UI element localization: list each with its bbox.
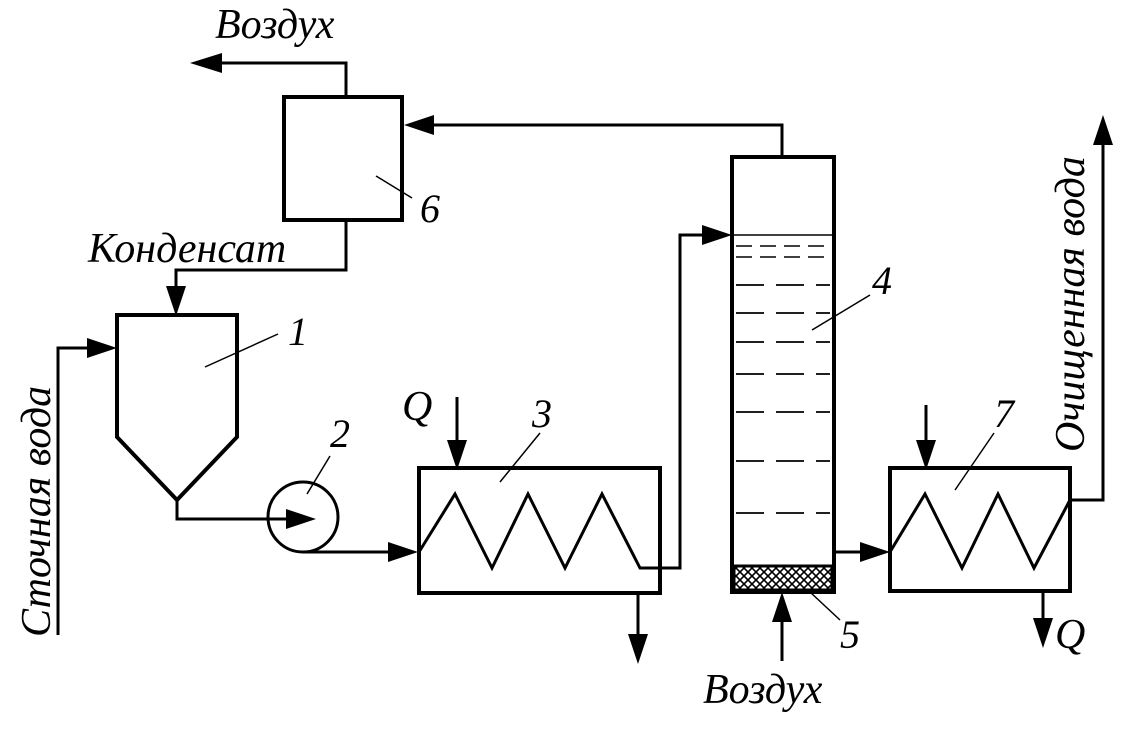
vapor-arrowhead	[404, 115, 434, 135]
number-3: 3	[531, 391, 552, 436]
number-1: 1	[288, 309, 308, 354]
condensate-arrowhead	[166, 286, 186, 316]
heater-3	[417, 466, 662, 595]
air-outlet-arrowhead	[190, 53, 222, 73]
leader-6	[375, 175, 413, 199]
label-condensate: Конденсат	[87, 226, 286, 272]
cooler-7-inlet-arrowhead	[916, 440, 936, 470]
label-cleaned-water: Очищенная вода	[1048, 156, 1094, 452]
label-air-bottom: Воздух	[703, 667, 823, 713]
label-air-top: Воздух	[215, 2, 335, 48]
air-inlet-arrowhead	[772, 592, 792, 622]
label-waste-water: Сточная вода	[14, 386, 60, 637]
cleaned-water-line	[1070, 145, 1105, 502]
column-dashes	[736, 245, 830, 514]
column-feed-line	[660, 233, 704, 570]
heater-3-drain-arrowhead	[628, 634, 648, 664]
vapor-line	[432, 123, 784, 157]
leader-5	[809, 591, 841, 621]
pump-inlet-line	[175, 500, 288, 521]
column-outlet-arrowhead	[860, 542, 890, 562]
leader-4	[811, 294, 871, 331]
leader-3	[499, 432, 541, 483]
cleaned-water-arrowhead	[1093, 115, 1113, 145]
number-6: 6	[420, 186, 440, 231]
heater-3-coil	[417, 490, 660, 572]
cooler-7	[888, 466, 1072, 593]
aeration-column-4	[730, 155, 836, 594]
pump-arrowhead	[286, 509, 316, 529]
number-4: 4	[872, 258, 892, 303]
leader-1	[204, 333, 279, 368]
air-diffuser-5	[732, 564, 834, 592]
waste-water-line	[56, 346, 88, 635]
number-5: 5	[840, 612, 860, 657]
air-outlet-line	[222, 61, 348, 97]
leader-7	[954, 432, 995, 491]
number-7: 7	[994, 391, 1016, 436]
label-heat-in: Q	[402, 384, 432, 430]
column-feed-arrowhead	[702, 225, 732, 245]
settler-1	[115, 313, 239, 503]
heat-in-arrowhead	[447, 440, 467, 470]
condensate-line	[174, 220, 348, 288]
waste-water-arrowhead	[87, 338, 117, 358]
cooler-7-coil	[888, 490, 1072, 572]
number-2: 2	[330, 411, 350, 456]
label-heat-out: Q	[1055, 612, 1085, 658]
pump-outlet-arrowhead	[388, 542, 418, 562]
heat-out-arrowhead	[1033, 618, 1053, 648]
condenser-6	[282, 95, 404, 222]
leader-2	[306, 455, 331, 495]
